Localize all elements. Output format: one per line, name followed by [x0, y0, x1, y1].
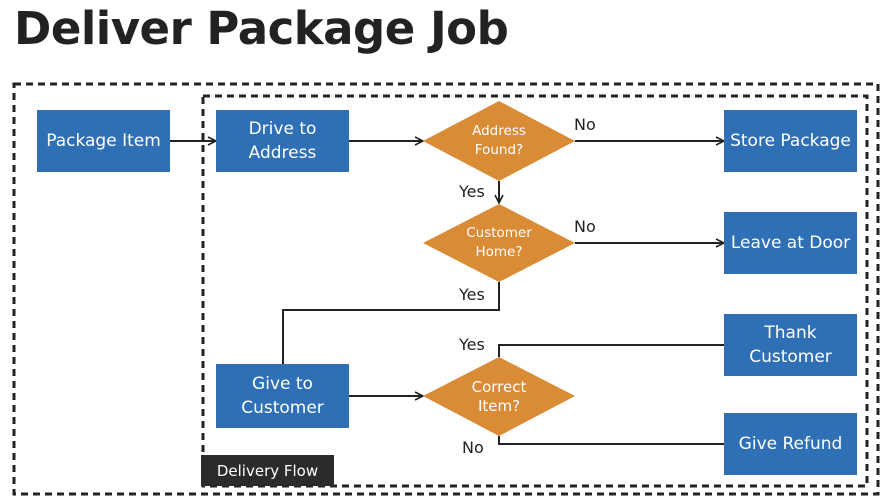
connector-home-yes-to-give: [282, 282, 500, 364]
edge-label-home-yes: Yes: [459, 285, 485, 304]
node-give-refund: Give Refund: [724, 413, 857, 475]
connector-correct-no-to-refund: [498, 436, 724, 445]
edge-label-address-no: No: [574, 115, 596, 134]
decision-address-found-diamond: [423, 101, 575, 181]
edge-label-address-yes: Yes: [459, 182, 485, 201]
node-leave-at-door: Leave at Door: [724, 212, 857, 274]
job-boundary: [12, 82, 880, 496]
connector-correct-yes-to-thank: [498, 344, 724, 357]
node-give-to-customer: Give to Customer: [216, 364, 349, 428]
page-title: Deliver Package Job: [14, 2, 509, 55]
edge-label-correct-yes: Yes: [459, 335, 485, 354]
node-package-item: Package Item: [37, 110, 170, 172]
node-thank-customer: Thank Customer: [724, 314, 857, 376]
edge-label-home-no: No: [574, 217, 596, 236]
decision-correct-item-label: Correct Item?: [471, 378, 527, 415]
decision-customer-home-label: Customer Home?: [466, 225, 532, 260]
decision-correct-item-diamond: [423, 357, 575, 436]
node-drive-to-address: Drive to Address: [216, 110, 349, 172]
delivery-flow-boundary: [201, 94, 869, 488]
edge-label-correct-no: No: [462, 438, 484, 457]
decision-customer-home-diamond: [423, 204, 575, 282]
delivery-flow-tag: Delivery Flow: [201, 455, 334, 486]
node-store-package: Store Package: [724, 110, 857, 172]
decision-address-found-label: Address Found?: [472, 123, 526, 158]
